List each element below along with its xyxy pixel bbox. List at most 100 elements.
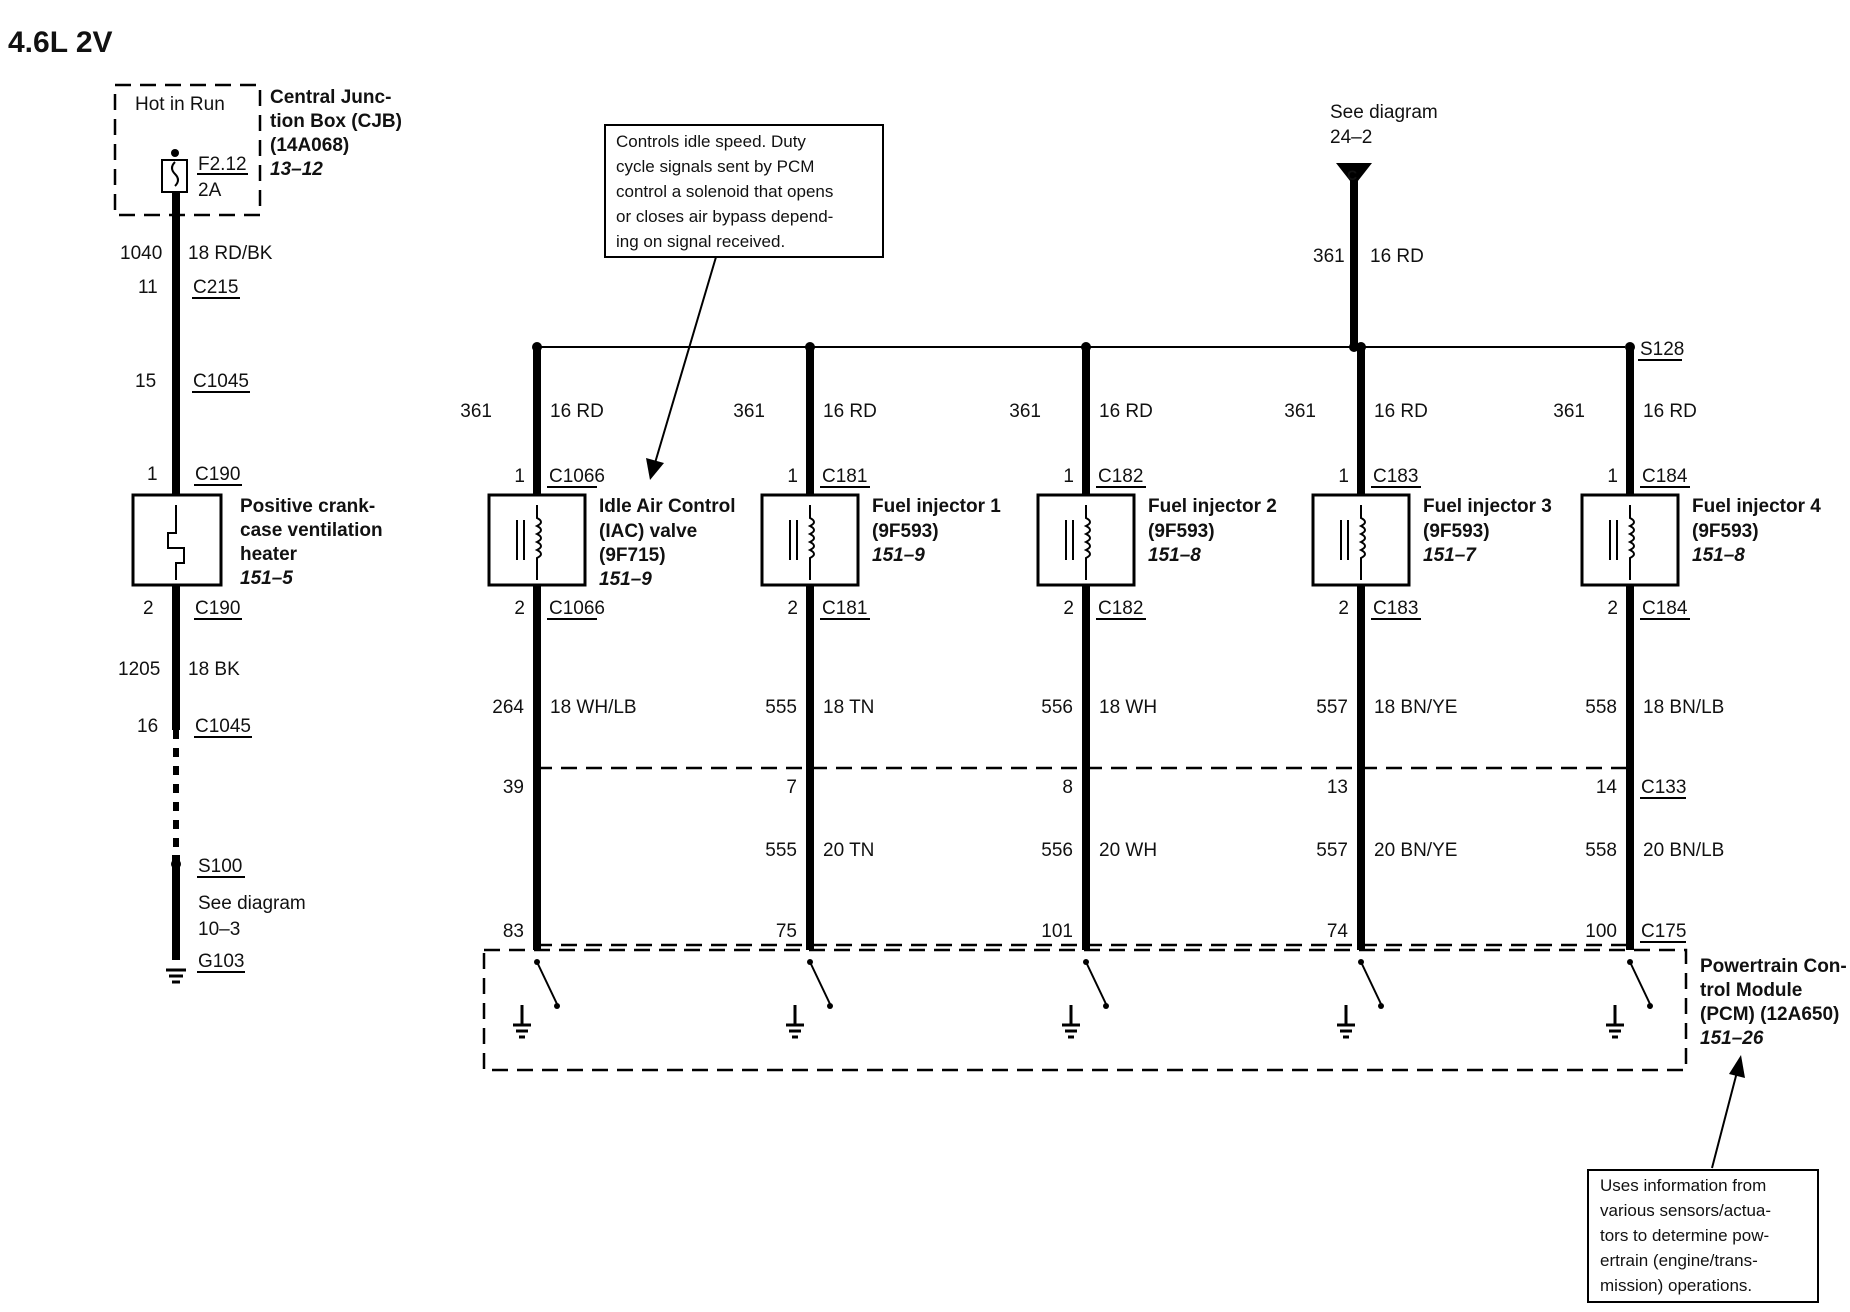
c1045b-pin: 16	[137, 716, 158, 737]
s100-label: S100	[198, 856, 242, 877]
component-part: (9F715)	[599, 545, 666, 566]
pcm-driver-switch-icon	[1358, 959, 1384, 1009]
pcm-ground-icon	[1606, 1005, 1624, 1039]
c1045b-label: C1045	[195, 716, 251, 737]
cjb-part: (14A068)	[270, 135, 349, 156]
component-name-1: Fuel injector 4	[1692, 496, 1821, 517]
mid-gauge: 18 BN/YE	[1374, 697, 1457, 718]
component-ref: 151–7	[1423, 545, 1477, 566]
top-gauge: 16 RD	[1099, 401, 1153, 422]
fuse-icon	[161, 149, 188, 193]
see-diagram-top-ref: 24–2	[1330, 127, 1372, 148]
solenoid-icon	[1340, 505, 1366, 580]
iac-note-line-3: control a solenoid that opens	[616, 182, 833, 201]
pin-1: 1	[514, 466, 525, 487]
pin-1: 1	[1063, 466, 1074, 487]
low-circuit: 556	[1041, 840, 1073, 861]
c133-label: C133	[1641, 777, 1686, 798]
pcm-note-line-2: various sensors/actua-	[1600, 1201, 1771, 1220]
mid-gauge: 18 WH/LB	[550, 697, 637, 718]
connector-label-bottom: C1066	[549, 598, 605, 619]
top-circuit: 361	[1284, 401, 1316, 422]
w2-gauge: 18 BK	[188, 659, 240, 680]
c175-label: C175	[1641, 921, 1686, 942]
mid-gauge: 18 WH	[1099, 697, 1157, 718]
iac-note-line-1: Controls idle speed. Duty	[616, 132, 806, 151]
pin-2: 2	[787, 598, 798, 619]
component-part: (9F593)	[1692, 521, 1759, 542]
pcm-ground-icon	[513, 1005, 531, 1039]
pcm-driver-switch-icon	[534, 959, 560, 1009]
low-gauge: 20 TN	[823, 840, 874, 861]
pcm-name-3: (PCM) (12A650)	[1700, 1004, 1839, 1025]
cjb-box	[113, 83, 262, 217]
c190a-label: C190	[195, 464, 240, 485]
cjb-name-2: tion Box (CJB)	[270, 111, 402, 132]
component-name-1: Fuel injector 3	[1423, 496, 1552, 517]
heater-element-icon	[167, 505, 185, 580]
cjb-name-1: Central Junc-	[270, 87, 391, 108]
connector-label-bottom: C183	[1373, 598, 1418, 619]
iac-note-line-2: cycle signals sent by PCM	[616, 157, 814, 176]
see-diagram-left: See diagram	[198, 893, 306, 914]
see-diagram-left-ref: 10–3	[198, 919, 240, 940]
pcm-name-2: trol Module	[1700, 980, 1802, 1001]
top-gauge: 16 RD	[823, 401, 877, 422]
connector-label-top: C1066	[549, 466, 605, 487]
component-name-1: Idle Air Control	[599, 496, 736, 517]
pcm-driver-switch-icon	[1627, 959, 1653, 1009]
heater-name-1: Positive crank-	[240, 496, 375, 517]
c190b-pin: 2	[143, 598, 154, 619]
c215-pin: 11	[138, 277, 158, 298]
see-diagram-top: See diagram	[1330, 102, 1438, 123]
c133-pin: 8	[1062, 777, 1073, 798]
c190a-pin: 1	[147, 464, 158, 485]
solenoid-icon	[516, 505, 542, 580]
solenoid-icon	[789, 505, 815, 580]
mid-circuit: 557	[1316, 697, 1348, 718]
connector-label-top: C184	[1642, 466, 1688, 487]
pin-1: 1	[1607, 466, 1618, 487]
c1045a-pin: 15	[135, 371, 156, 392]
iac-note-arrow	[654, 256, 717, 464]
pcm-name-1: Powertrain Con-	[1700, 956, 1847, 977]
feed-bus-junction	[1349, 342, 1359, 352]
pin-2: 2	[514, 598, 525, 619]
low-gauge: 20 BN/YE	[1374, 840, 1457, 861]
pcm-box	[482, 948, 1688, 1072]
connector-label-top: C181	[822, 466, 867, 487]
mid-gauge: 18 BN/LB	[1643, 697, 1724, 718]
pin-2: 2	[1338, 598, 1349, 619]
fuse-amp: 2A	[198, 180, 222, 201]
component-part: (9F593)	[1423, 521, 1490, 542]
connector-label-bottom: C181	[822, 598, 867, 619]
low-gauge: 20 BN/LB	[1643, 840, 1724, 861]
component-ref: 151–9	[599, 569, 652, 590]
connector-c-icon: C	[1336, 163, 1372, 186]
mid-circuit: 555	[765, 697, 797, 718]
w1-gauge: 18 RD/BK	[188, 243, 273, 264]
pcm-ground-icon	[1062, 1005, 1080, 1039]
feed-gauge: 16 RD	[1370, 246, 1424, 267]
low-gauge: 20 WH	[1099, 840, 1157, 861]
top-gauge: 16 RD	[1374, 401, 1428, 422]
component-name-2: (IAC) valve	[599, 521, 697, 542]
top-circuit: 361	[460, 401, 492, 422]
c215-label: C215	[193, 277, 238, 298]
pcm-ground-icon	[1337, 1005, 1355, 1039]
top-circuit: 361	[1553, 401, 1585, 422]
pcm-ground-icon	[786, 1005, 804, 1039]
svg-text:C: C	[1347, 167, 1357, 183]
mid-gauge: 18 TN	[823, 697, 874, 718]
feed-circuit: 361	[1313, 246, 1345, 267]
fuse-id: F2.12	[198, 154, 247, 175]
c190b-label: C190	[195, 598, 240, 619]
g103-label: G103	[198, 951, 244, 972]
top-gauge: 16 RD	[550, 401, 604, 422]
w2-circuit: 1205	[118, 659, 160, 680]
pin-2: 2	[1607, 598, 1618, 619]
